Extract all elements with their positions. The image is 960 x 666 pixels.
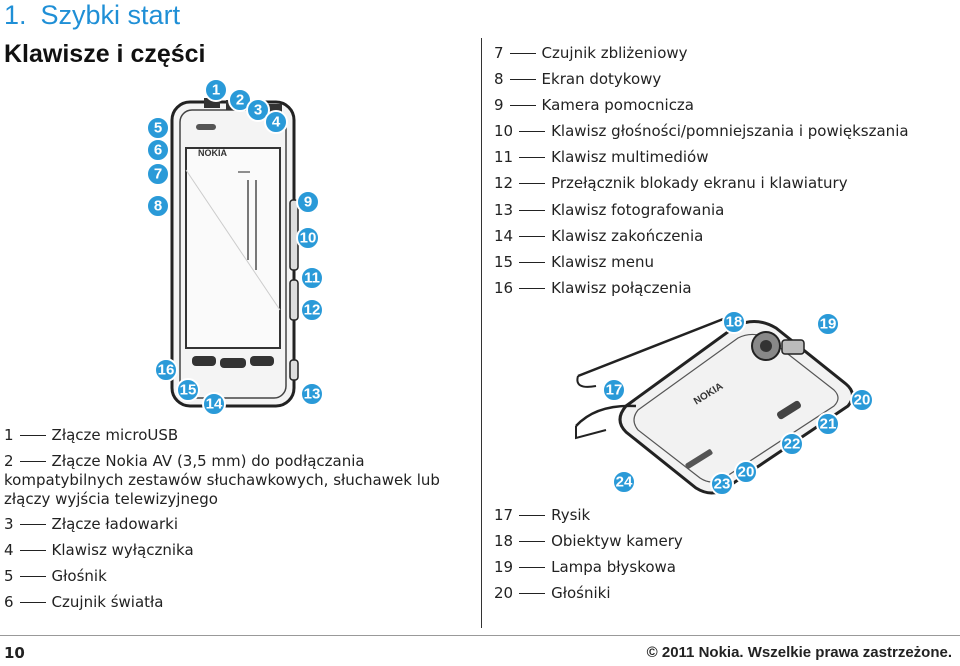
callout-24: 24 bbox=[612, 470, 636, 494]
callout-5: 5 bbox=[146, 116, 170, 140]
front-callouts: 1 2 3 4 5 6 7 8 9 10 11 12 13 14 15 16 bbox=[146, 80, 324, 416]
svg-text:22: 22 bbox=[784, 436, 801, 453]
svg-text:14: 14 bbox=[206, 396, 223, 413]
svg-text:23: 23 bbox=[714, 476, 731, 493]
callout-14: 14 bbox=[202, 392, 226, 416]
chapter-heading: 1. Szybki start bbox=[4, 0, 180, 31]
svg-text:5: 5 bbox=[154, 120, 162, 137]
front-brand: NOKIA bbox=[198, 148, 228, 158]
callout-4: 4 bbox=[264, 110, 288, 134]
callout-16: 16 bbox=[154, 358, 178, 382]
callout-22: 22 bbox=[780, 432, 804, 456]
callout-20: 20 bbox=[850, 388, 874, 412]
callout-19: 19 bbox=[816, 312, 840, 336]
svg-text:20: 20 bbox=[854, 392, 871, 409]
callout-21: 21 bbox=[816, 412, 840, 436]
svg-text:3: 3 bbox=[254, 102, 262, 119]
chapter-title: Szybki start bbox=[40, 0, 181, 30]
svg-text:18: 18 bbox=[726, 314, 743, 331]
svg-text:21: 21 bbox=[820, 416, 837, 433]
section-title: Klawisze i części bbox=[4, 40, 206, 68]
svg-text:4: 4 bbox=[272, 114, 281, 131]
back-callouts: 17 18 19 20 21 22 20 23 24 bbox=[602, 310, 874, 496]
callout-13: 13 bbox=[300, 382, 324, 406]
callout-23: 23 bbox=[710, 472, 734, 496]
copyright-notice: © 2011 Nokia. Wszelkie prawa zastrzeżone… bbox=[646, 644, 952, 661]
phone-back-illustration: NOKIA bbox=[575, 312, 854, 495]
svg-text:15: 15 bbox=[180, 382, 197, 399]
callout-10: 10 bbox=[296, 226, 320, 250]
svg-text:16: 16 bbox=[158, 362, 175, 379]
svg-text:7: 7 bbox=[154, 166, 162, 183]
svg-text:12: 12 bbox=[304, 302, 321, 319]
svg-text:10: 10 bbox=[300, 230, 317, 247]
callout-11: 11 bbox=[300, 266, 324, 290]
svg-text:1: 1 bbox=[212, 82, 220, 99]
svg-text:8: 8 bbox=[154, 198, 162, 215]
column-divider bbox=[481, 38, 482, 628]
callout-3: 3 bbox=[246, 98, 270, 122]
svg-text:6: 6 bbox=[154, 142, 162, 159]
svg-text:24: 24 bbox=[616, 474, 633, 491]
svg-text:9: 9 bbox=[304, 194, 312, 211]
callout-6: 6 bbox=[146, 138, 170, 162]
svg-text:20: 20 bbox=[738, 464, 755, 481]
page-number: 10 bbox=[4, 644, 25, 662]
chapter-number: 1. bbox=[4, 0, 27, 30]
callout-20b: 20 bbox=[734, 460, 758, 484]
svg-text:2: 2 bbox=[236, 92, 244, 109]
footer-divider bbox=[0, 635, 960, 636]
svg-text:17: 17 bbox=[606, 382, 623, 399]
svg-text:19: 19 bbox=[820, 316, 837, 333]
callout-9: 9 bbox=[296, 190, 320, 214]
callout-1: 1 bbox=[204, 80, 228, 102]
svg-text:13: 13 bbox=[304, 386, 321, 403]
svg-text:11: 11 bbox=[304, 270, 320, 287]
callout-17: 17 bbox=[602, 378, 626, 402]
callout-2: 2 bbox=[228, 88, 252, 112]
callout-7: 7 bbox=[146, 162, 170, 186]
callout-12: 12 bbox=[300, 298, 324, 322]
callout-15: 15 bbox=[176, 378, 200, 402]
callout-8: 8 bbox=[146, 194, 170, 218]
callout-18: 18 bbox=[722, 310, 746, 334]
